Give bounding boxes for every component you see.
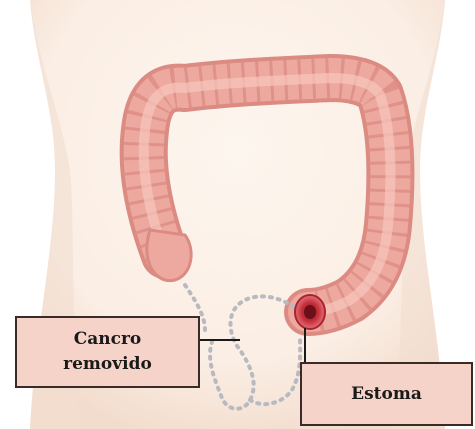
stoma-opening <box>304 305 316 319</box>
cancer-removed-line1: Cancro <box>63 327 152 352</box>
stoma-label: Estoma <box>300 362 473 426</box>
cancer-removed-line2: removido <box>63 352 152 377</box>
cancer-removed-label: Cancro removido <box>15 316 200 388</box>
stoma-label-text: Estoma <box>351 382 422 407</box>
cecum <box>147 230 191 281</box>
